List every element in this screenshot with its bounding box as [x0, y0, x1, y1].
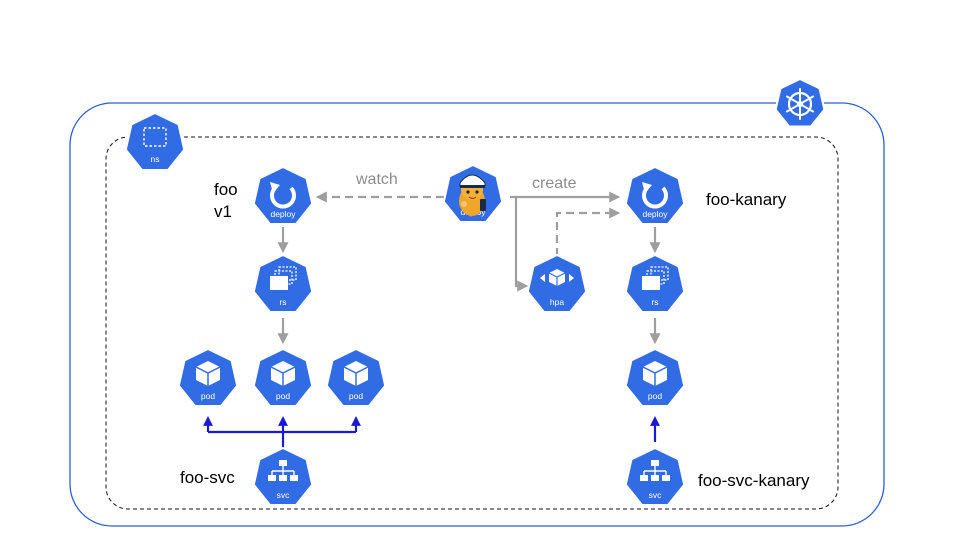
- ns-icon-label: ns: [151, 154, 160, 164]
- right-pod-node: pod: [624, 347, 686, 407]
- left-pod-node-1: pod: [177, 347, 239, 407]
- ns-node: ns: [124, 111, 186, 171]
- left-pod-node-2: pod: [252, 347, 314, 407]
- controller-to-hpa-arrow: [514, 197, 529, 292]
- hpa-to-deploy-arrow: [555, 207, 621, 256]
- left-rs-icon-label: rs: [279, 297, 286, 307]
- right-svc-name-label: foo-svc-kanary: [698, 471, 810, 490]
- rs-icon: [642, 266, 669, 290]
- right-rs-icon-label: rs: [651, 297, 658, 307]
- ns-icon: [143, 127, 167, 147]
- right-svc-node: svc: [624, 446, 686, 506]
- pod-icon: [642, 361, 668, 386]
- pod-icon-label: pod: [349, 391, 363, 401]
- hpa-node: hpa: [526, 253, 588, 313]
- create-label: create: [532, 175, 577, 192]
- right-deploy-icon-label: deploy: [642, 209, 668, 219]
- kubernetes-wheel-icon: [774, 77, 826, 128]
- pod-icon-label: pod: [276, 391, 290, 401]
- right-deploy-node: deploy: [624, 165, 686, 225]
- svc-icon: [640, 460, 670, 481]
- left-svc-name-label: foo-svc: [180, 468, 235, 487]
- right-svc-icon-label: svc: [649, 490, 663, 500]
- rs-icon: [270, 266, 297, 290]
- deploy-icon: [270, 182, 296, 209]
- left-deploy-icon-label: deploy: [270, 209, 296, 219]
- hpa-icon-label: hpa: [550, 297, 564, 307]
- kanary-mascot-icon: [459, 174, 486, 216]
- pod-icon: [195, 361, 221, 386]
- left-deploy-version-label: v1: [214, 202, 232, 221]
- cluster-boundary: [69, 102, 885, 527]
- hpa-icon: [540, 269, 574, 286]
- pod-icon-label: pod: [201, 391, 215, 401]
- right-pod-icon-label: pod: [648, 391, 662, 401]
- connectors: [203, 191, 661, 451]
- namespace-boundary: [105, 136, 839, 510]
- pod-icon: [343, 361, 369, 386]
- right-deploy-name-label: foo-kanary: [706, 190, 787, 209]
- deploy-icon: [642, 182, 668, 209]
- right-rs-node: rs: [624, 253, 686, 313]
- watch-label: watch: [355, 171, 398, 188]
- left-svc-node: svc: [252, 446, 314, 506]
- left-pod-node-3: pod: [325, 347, 387, 407]
- left-svc-to-pods-arrows: [203, 416, 361, 451]
- pod-icon: [270, 361, 296, 386]
- controller-node: deploy: [442, 163, 504, 223]
- left-deploy-node: deploy: [252, 165, 314, 225]
- left-svc-icon-label: svc: [277, 490, 291, 500]
- left-rs-node: rs: [252, 253, 314, 313]
- svc-icon: [268, 460, 298, 481]
- left-deploy-name-label: foo: [214, 180, 238, 199]
